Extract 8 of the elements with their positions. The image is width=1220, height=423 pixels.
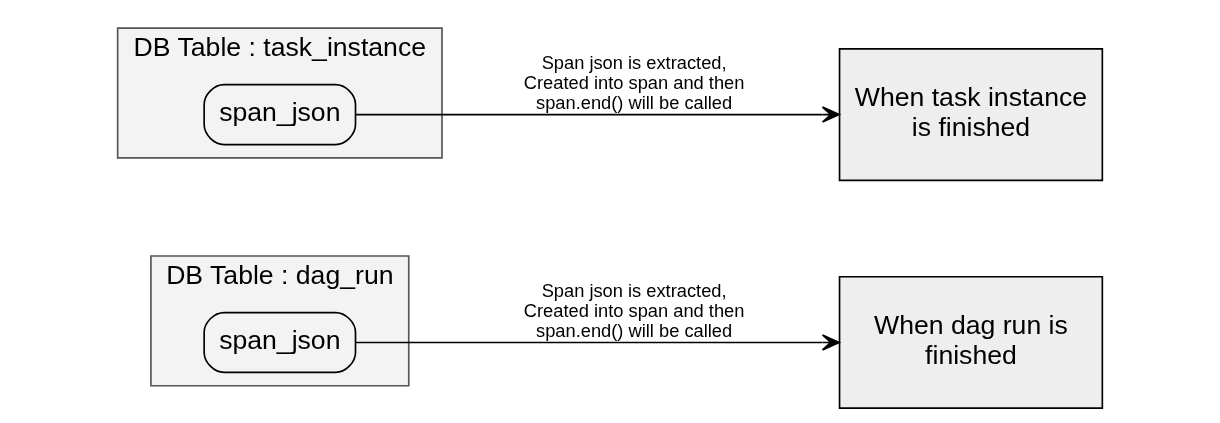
node-box: When dag run is finished (838, 275, 1104, 409)
node-box: span_json (203, 311, 357, 374)
node-box: span_json (203, 83, 357, 146)
edge-label: Span json is extracted, Created into span and then span.end() will be called (523, 280, 745, 342)
edge-label: Span json is extracted, Created into span and then span.end() will be called (523, 52, 745, 114)
arrow (354, 334, 840, 351)
node-box: When task instance is finished (838, 48, 1104, 182)
arrow (354, 106, 840, 123)
